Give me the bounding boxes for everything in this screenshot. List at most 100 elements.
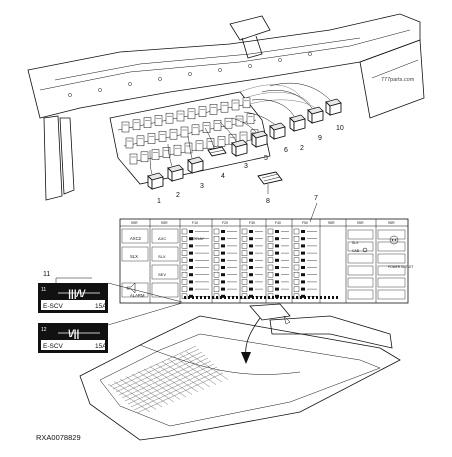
panel-relay-box	[151, 282, 179, 298]
fuse-slot	[220, 101, 229, 113]
fuse-slot	[242, 97, 251, 109]
panel-fuse-cell	[267, 257, 274, 263]
fuse-slot	[213, 120, 222, 131]
fuse-slot	[191, 124, 200, 136]
panel-dot	[272, 296, 274, 299]
fuse-slot	[136, 135, 145, 147]
callout-1: 1	[157, 198, 161, 205]
panel-dot	[312, 296, 314, 299]
panel-fuse-symbol	[189, 230, 193, 233]
panel-right-box	[347, 229, 374, 240]
panel-fuse-cell	[267, 228, 274, 235]
panel-fuse-symbol	[189, 258, 193, 262]
panel-fuse-symbol	[301, 237, 305, 241]
base-hatch-line	[113, 381, 157, 410]
base-hatch-cross	[115, 351, 203, 393]
panel-dot	[336, 296, 338, 299]
panel-fuse-symbol	[249, 273, 253, 277]
panel-fuse-symbol	[249, 244, 253, 248]
figure-code: RXA0078829	[36, 433, 81, 442]
panel-fuse-symbol	[221, 266, 225, 269]
panel-left-box	[121, 228, 149, 244]
panel-fuse-cell	[241, 257, 248, 263]
base-hatch	[107, 345, 229, 414]
machine-frame	[27, 13, 425, 201]
panel-dot	[264, 296, 266, 299]
decal-zoom: 11 |||/\/ E-SCV 15A 12 \/|| E-SCV 15A	[38, 283, 108, 353]
outlet-pin-icon	[391, 239, 394, 241]
panel-fuse-symbol	[189, 273, 193, 277]
panel-fuse-cell	[241, 264, 248, 271]
fuse-slot	[187, 108, 196, 120]
panel-fuse-symbol	[275, 230, 279, 233]
panel-header-label: 9SR	[161, 221, 168, 225]
panel-fuse-cell	[267, 264, 274, 271]
panel-fuse-symbol	[301, 251, 305, 255]
outlet-pin-icon-2	[394, 239, 397, 241]
panel-fuse-cell	[267, 272, 274, 278]
relay-leader	[269, 82, 331, 101]
panel-fuse-cell	[181, 279, 188, 285]
panel-dot	[208, 296, 210, 299]
panel-dot	[332, 296, 334, 299]
panel-fuse-cell	[213, 235, 220, 242]
panel-header-label: 9SR	[131, 221, 138, 225]
callout-8: 8	[266, 198, 270, 205]
panel-fuse-symbol	[221, 230, 225, 233]
relay-leader	[204, 127, 215, 149]
panel-dot	[188, 296, 190, 299]
fuse-slot	[184, 142, 193, 154]
panel-fuse-cell	[181, 257, 188, 263]
panel-fuse-symbol	[249, 237, 253, 241]
fuse-slot	[154, 115, 163, 126]
panel-dot	[224, 296, 226, 299]
horn-icon	[126, 282, 136, 294]
panel-fuse-cell	[293, 264, 300, 271]
relay-front	[235, 143, 248, 157]
panel-col7-label-2: CAB	[352, 249, 360, 253]
panel-fuse-symbol	[221, 244, 225, 248]
relay-front	[311, 110, 324, 124]
fuse-puller	[257, 171, 283, 194]
panel-dot	[300, 296, 302, 299]
panel-fuse-symbol	[275, 244, 279, 248]
base-hatch-line	[173, 356, 217, 385]
relay-leader	[243, 111, 275, 125]
panel-col7-label-1: SLX	[352, 241, 359, 245]
callout-2b: 2	[300, 145, 304, 152]
fuse-slot	[165, 112, 174, 124]
callout-6: 6	[284, 147, 288, 154]
panel-fuse-symbol	[189, 294, 193, 298]
panel-dot	[296, 296, 298, 299]
decal-top-right-text: 15A	[95, 303, 107, 310]
fuse-block	[109, 84, 321, 185]
fuse-slot	[125, 137, 134, 149]
panel-dot	[316, 296, 318, 299]
relay-front	[151, 176, 164, 190]
panel-right-box	[347, 241, 374, 252]
panel-row-label-2: SLX	[158, 254, 166, 259]
panel-fuse-symbol	[189, 280, 193, 284]
panel-dot	[212, 296, 214, 299]
panel-header-label: F10	[192, 221, 198, 225]
base-hatch-cross	[109, 345, 197, 387]
fuse-slot	[151, 149, 160, 160]
panel-fuse-symbol	[275, 280, 279, 284]
panel-fuse-cell	[293, 243, 300, 249]
panel-fuse-symbol	[221, 294, 225, 298]
panel-dot	[220, 296, 222, 299]
panel-dot	[320, 296, 322, 299]
panel-dot	[236, 296, 238, 299]
panel-fuse-cell	[213, 250, 220, 256]
fuse-slot	[143, 117, 152, 128]
panel-left-box	[121, 246, 149, 262]
panel-fuse-symbol	[249, 266, 253, 269]
fuse-slot	[140, 151, 149, 163]
base-hatch-line	[149, 366, 193, 395]
panel-right-box-2	[377, 229, 406, 240]
fuse-slot	[176, 110, 185, 122]
callout-3a: 3	[200, 183, 204, 190]
base-hatch-cross	[112, 348, 200, 390]
mini-relay-4	[207, 146, 227, 157]
panel-fuse-symbol	[301, 266, 305, 269]
